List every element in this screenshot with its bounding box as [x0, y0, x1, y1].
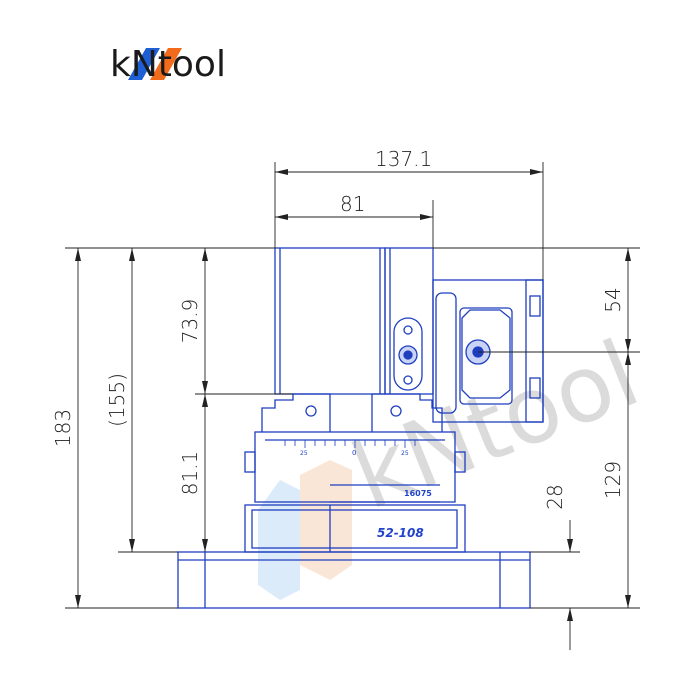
dim-height-73-9: 73.9: [178, 299, 202, 344]
scale-ticks: [284, 440, 416, 448]
dim-height-129: 129: [601, 461, 625, 499]
scale-tick-right: 25: [401, 450, 409, 457]
dim-width-partial: 81: [340, 192, 365, 216]
logo-orange-shape: [150, 48, 182, 80]
jaw-left: [261, 393, 331, 432]
upper-body: [274, 247, 434, 395]
scale-tick-center: 0: [352, 449, 356, 457]
dimension-arrows: [75, 169, 631, 621]
model-label: 52-108: [377, 526, 424, 540]
dim-height-155: (155): [105, 373, 129, 427]
dim-width-total: 137.1: [375, 147, 432, 171]
dim-height-total: 183: [51, 409, 75, 447]
dim-height-81-1: 81.1: [178, 451, 202, 496]
adjustment-slot: [393, 317, 423, 391]
dim-height-28: 28: [543, 484, 567, 509]
dim-height-54: 54: [601, 287, 625, 312]
lower-body: [244, 504, 466, 553]
code-label: 16075: [404, 489, 432, 498]
scale-tick-left: 25: [300, 450, 308, 457]
base-plate: [177, 551, 531, 609]
logo-blue-shape: [128, 48, 160, 80]
kntool-logo-mark: [128, 48, 182, 80]
logo-text: kNtool: [110, 44, 226, 85]
